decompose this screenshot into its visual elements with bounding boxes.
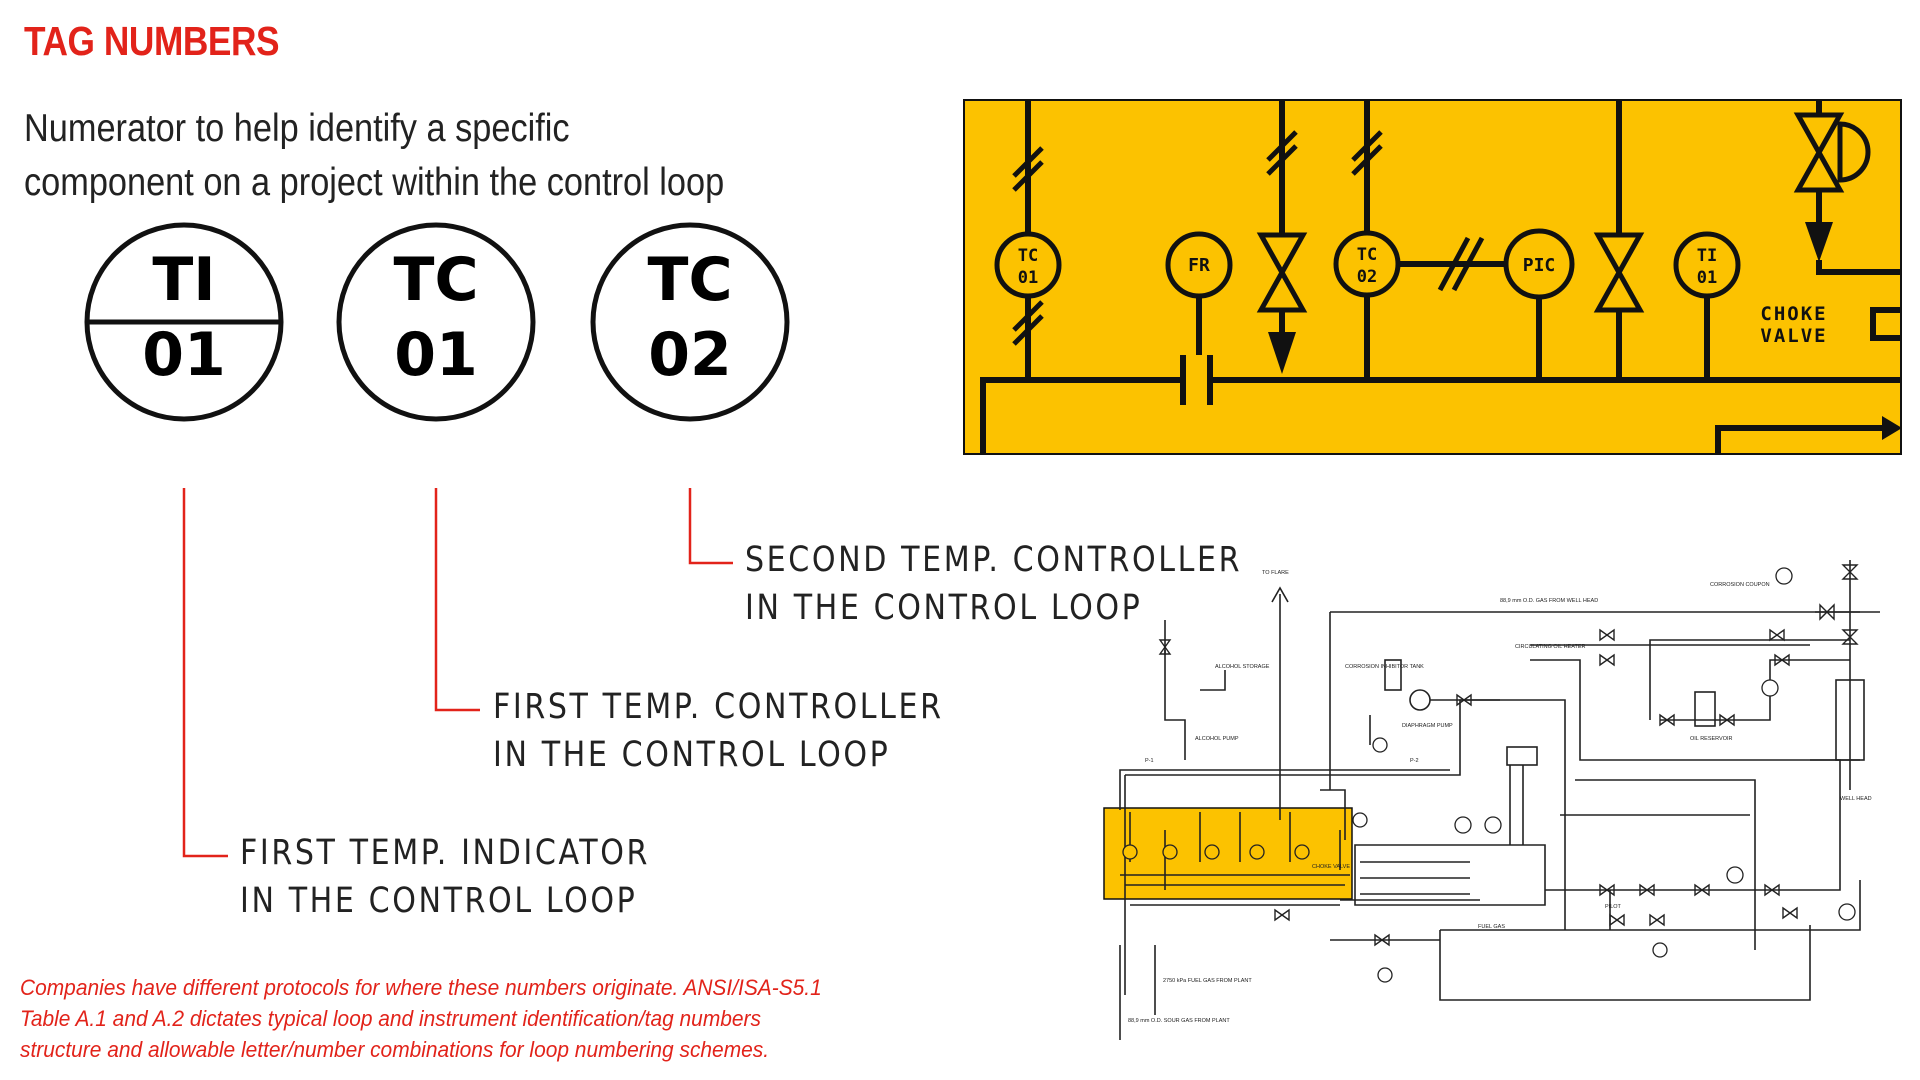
detail-tc02-number: 02 [1357,267,1377,287]
detail-ti01-number: 01 [1697,268,1717,288]
detail-fr: FR [1188,255,1210,276]
detail-tc02-letters: TC [1357,245,1377,265]
footnote: Companies have different protocols for w… [20,972,950,1065]
callout-first-temp-controller: FIRST TEMP. CONTROLLER IN THE CONTROL LO… [493,683,944,779]
callout-second-temp-controller: SECOND TEMP. CONTROLLER IN THE CONTROL L… [745,536,1242,632]
callout-line-1: SECOND TEMP. CONTROLLER [745,540,1243,580]
label-gas-well: 88,9 mm O.D. GAS FROM WELL HEAD [1500,598,1598,604]
subtitle-line-1: Numerator to help identify a specific [24,107,570,150]
label-oil-reservoir: OIL RESERVOIR [1690,736,1733,742]
detail-tc01-letters: TC [1018,246,1038,266]
tag-bubble-tc-02: TC 02 [590,222,790,422]
subtitle-line-2: component on a project within the contro… [24,161,725,204]
detail-tc01-number: 01 [1018,268,1038,288]
callout-line-1: FIRST TEMP. CONTROLLER [493,687,944,727]
label-fuel-gas: FUEL GAS [1478,924,1505,930]
label-p1: P-1 [1145,758,1154,764]
label-pilot: PILOT [1605,904,1622,910]
label-choke-valve: CHOKE VALVE [1312,864,1350,870]
process-overview: TO FLARE 88,9 mm O.D. GAS FROM WELL HEAD… [1103,560,1880,1040]
tag-bubble-ti-01: 01 TI [84,222,284,422]
footnote-line-1: Companies have different protocols for w… [20,975,822,1000]
callout-line-2: IN THE CONTROL LOOP [745,588,1143,628]
label-diaphragm-pump: DIAPHRAGM PUMP [1402,723,1453,729]
tag-letters: TC [648,245,733,315]
label-corrosion-tank: CORROSION INHIBITOR TANK [1345,664,1424,670]
detail-choke-line2: VALVE [1760,325,1827,347]
detail-panel: TC 01 FR TC 02 PIC TI 01 CHOKE VALVE [963,99,1902,455]
tag-number: 01 [142,320,226,390]
label-to-flare: TO FLARE [1262,570,1289,576]
label-p2: P-2 [1410,758,1419,764]
callout-line-2: IN THE CONTROL LOOP [493,735,891,775]
leader-line-tc-02 [688,488,733,565]
label-fuel-gas-plant: 2750 kPa FUEL GAS FROM PLANT [1163,978,1252,984]
footnote-line-3: structure and allowable letter/number co… [20,1037,770,1062]
detail-ti01-letters: TI [1697,246,1717,266]
tag-bubble-tc-01: TC 01 [336,222,536,422]
leader-line-ti-01 [182,488,228,858]
leader-line-tc-01 [434,488,480,712]
label-alcohol-storage: ALCOHOL STORAGE [1215,664,1270,670]
detail-choke-line1: CHOKE [1760,303,1827,325]
label-sour-gas: 88,9 mm O.D. SOUR GAS FROM PLANT [1128,1018,1230,1024]
label-circulating: CIRCULATING OIL HEATER [1515,644,1586,650]
tag-letters: TC [394,245,479,315]
callout-line-1: FIRST TEMP. INDICATOR [240,833,651,873]
label-alcohol-pump: ALCOHOL PUMP [1195,736,1239,742]
footnote-line-2: Table A.1 and A.2 dictates typical loop … [20,1006,761,1031]
callout-first-temp-indicator: FIRST TEMP. INDICATOR IN THE CONTROL LOO… [240,829,650,925]
page-title: TAG NUMBERS [24,18,280,64]
label-corrosion-coupon: CORROSION COUPON [1710,582,1770,588]
detail-pic: PIC [1523,255,1556,276]
tag-number: 01 [394,320,478,390]
tag-letters: TI [152,245,215,315]
label-well-head: WELL HEAD [1840,796,1872,802]
page-subtitle: Numerator to help identify a specific co… [24,102,816,210]
tag-number: 02 [648,320,732,390]
callout-line-2: IN THE CONTROL LOOP [240,881,638,921]
